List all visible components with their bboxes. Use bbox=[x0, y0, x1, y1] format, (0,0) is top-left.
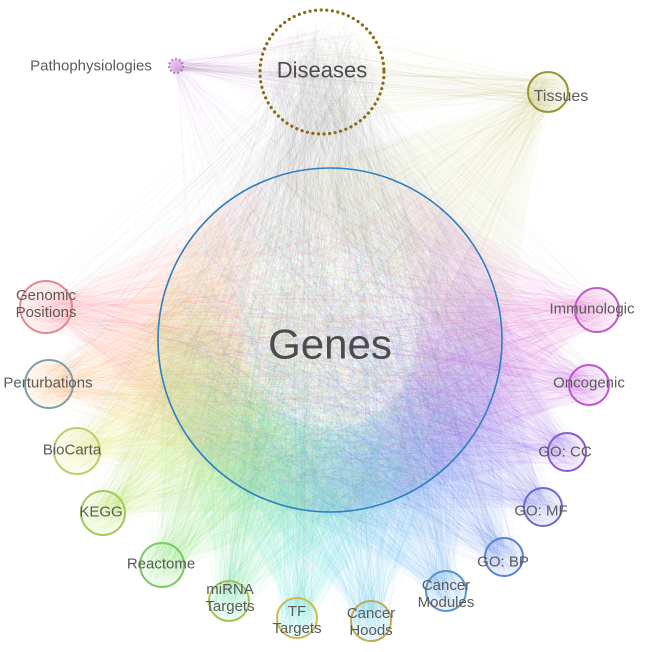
wash-mirna_targets bbox=[160, 366, 439, 601]
bundle-pathophysiologies-to-genes bbox=[169, 61, 479, 491]
bundle-diseases-to-mirna_targets bbox=[214, 30, 368, 616]
bundle-diseases-to-perturbations bbox=[35, 23, 366, 405]
bundle-diseases-to-biocarta bbox=[59, 26, 364, 468]
bundle-diseases-to-kegg bbox=[87, 40, 369, 533]
node-immunologic[interactable] bbox=[574, 287, 620, 333]
wash-cancer_modules bbox=[230, 355, 502, 591]
wash-biocarta bbox=[77, 237, 312, 512]
bundle-diseases-to-go_mf bbox=[270, 24, 559, 523]
bundle-cancer_modules-to-genes bbox=[172, 174, 487, 608]
node-diseases[interactable] bbox=[258, 8, 386, 136]
node-cancer_hoods[interactable] bbox=[350, 600, 392, 642]
bundle-diseases-to-oncogenic bbox=[270, 24, 607, 401]
wash-oncogenic bbox=[388, 207, 589, 502]
wash-genomic_positions bbox=[46, 181, 263, 479]
wash-tissues bbox=[274, 92, 548, 375]
bundle-diseases-to-genomic_positions bbox=[23, 22, 361, 326]
node-biocarta[interactable] bbox=[53, 427, 101, 475]
node-circles bbox=[19, 8, 620, 642]
wash-tf_targets bbox=[171, 407, 469, 618]
node-kegg[interactable] bbox=[80, 490, 126, 536]
bundle-kegg-to-genes bbox=[85, 172, 495, 532]
bundle-go_bp-to-genes bbox=[162, 186, 520, 574]
bundle-diseases-to-tf_targets bbox=[282, 25, 368, 633]
bundle-diseases-to-go_cc bbox=[273, 19, 580, 469]
bundle-pathophysiologies-to-tissues bbox=[170, 60, 564, 110]
bundle-reactome-to-genes bbox=[143, 171, 489, 584]
bundle-diseases-to-immunologic bbox=[279, 27, 614, 329]
bundle-genomic_positions-to-genes bbox=[24, 175, 492, 506]
bundle-oncogenic-to-genes bbox=[168, 180, 606, 503]
bundle-pathophysiologies-to-diseases bbox=[170, 27, 374, 122]
bundle-diseases-to-reactome bbox=[144, 22, 370, 580]
node-genomic_positions[interactable] bbox=[19, 280, 73, 334]
bundle-tissues-to-genes bbox=[171, 74, 565, 508]
wash-immunologic bbox=[398, 182, 597, 479]
bundle-diseases-to-genes bbox=[162, 21, 492, 504]
node-go_mf[interactable] bbox=[523, 487, 563, 527]
node-mirna_targets[interactable] bbox=[208, 580, 250, 622]
bundle-cancer_hoods-to-genes bbox=[167, 179, 496, 638]
node-tf_targets[interactable] bbox=[276, 597, 318, 639]
bundle-perturbations-to-genes bbox=[28, 176, 489, 502]
wash-kegg bbox=[103, 273, 353, 513]
node-genes[interactable] bbox=[157, 167, 503, 513]
bundle-mirna_targets-to-genes bbox=[169, 175, 494, 618]
node-cancer_modules[interactable] bbox=[425, 570, 467, 612]
node-perturbations[interactable] bbox=[24, 359, 74, 409]
node-oncogenic[interactable] bbox=[568, 364, 610, 406]
wash-go_bp bbox=[267, 313, 504, 557]
node-reactome[interactable] bbox=[139, 542, 185, 588]
node-pathophysiologies[interactable] bbox=[168, 58, 184, 74]
bundle-go_cc-to-genes bbox=[166, 178, 583, 509]
bundle-diseases-to-go_bp bbox=[279, 27, 519, 574]
wash-go_cc bbox=[343, 241, 567, 512]
node-go_cc[interactable] bbox=[547, 432, 587, 472]
edge-bundles bbox=[23, 18, 616, 638]
node-go_bp[interactable] bbox=[484, 537, 524, 577]
bundle-go_mf-to-genes bbox=[166, 174, 559, 523]
wash-reactome bbox=[159, 319, 399, 565]
node-tissues[interactable] bbox=[527, 71, 569, 113]
bundle-tf_targets-to-genes bbox=[170, 181, 497, 635]
wash-go_mf bbox=[305, 275, 543, 511]
bundle-diseases-to-cancer_hoods bbox=[270, 35, 385, 637]
bundle-tissues-to-diseases bbox=[267, 18, 564, 126]
bundle-diseases-to-cancer_modules bbox=[289, 26, 462, 609]
edge-washes bbox=[46, 92, 597, 621]
